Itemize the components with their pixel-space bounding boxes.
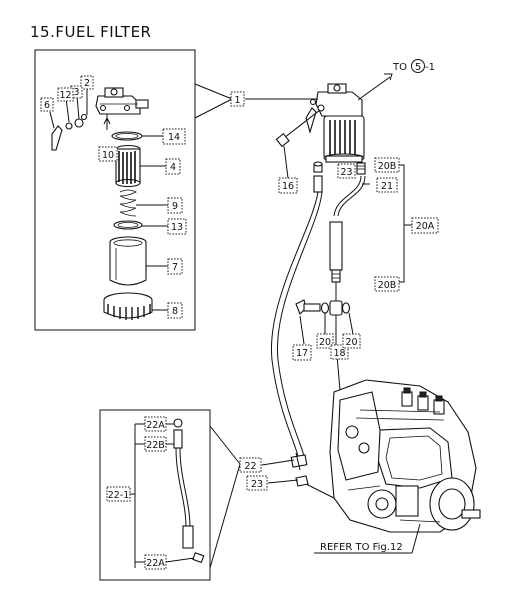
refer-leader	[411, 523, 421, 554]
svg-text:8: 8	[172, 306, 178, 317]
callout-22: 22	[239, 457, 262, 473]
injection-pump	[290, 343, 481, 533]
svg-text:12: 12	[59, 90, 71, 101]
callout-12: 12	[57, 87, 74, 102]
svg-text:22-1: 22-1	[108, 490, 130, 501]
exploded-view-box	[34, 49, 233, 331]
fitting-23-top	[313, 161, 323, 173]
callout-2: 2	[80, 75, 94, 90]
svg-text:18: 18	[333, 348, 345, 359]
svg-text:22: 22	[244, 461, 256, 472]
banjo-bolt-17	[295, 299, 321, 345]
svg-text:4: 4	[170, 162, 176, 173]
svg-text:10: 10	[102, 150, 114, 161]
svg-text:16: 16	[282, 181, 294, 192]
svg-text:1: 1	[234, 95, 240, 106]
callout-22A-top: 22A	[144, 416, 167, 432]
callout-16: 16	[278, 177, 298, 194]
svg-text:14: 14	[168, 132, 180, 143]
circled-number: 5	[415, 62, 421, 73]
svg-text:20B: 20B	[378, 280, 397, 291]
leader-22	[261, 459, 295, 466]
svg-text:7: 7	[172, 262, 178, 273]
hose-22	[270, 175, 323, 457]
filter-element-4	[115, 144, 141, 188]
svg-text:6: 6	[44, 100, 50, 111]
svg-text:22A: 22A	[146, 558, 165, 569]
page-title: 15.FUEL FILTER	[30, 23, 151, 41]
svg-text:20: 20	[345, 337, 357, 348]
svg-text:22B: 22B	[146, 440, 165, 451]
leader-20-right	[348, 312, 354, 335]
left-leaders	[49, 86, 168, 311]
svg-text:2: 2	[84, 78, 90, 89]
callout-23-bottom: 23	[246, 475, 268, 491]
callout-1: 1	[230, 91, 245, 107]
svg-text:20A: 20A	[416, 221, 435, 232]
callout-23-top: 23	[337, 163, 356, 179]
svg-text:TO: TO	[392, 62, 407, 73]
callout-4: 4	[165, 158, 181, 175]
callout-8: 8	[167, 302, 183, 319]
callout-21: 21	[376, 177, 398, 193]
callout-18: 18	[330, 344, 349, 360]
svg-text:23: 23	[340, 167, 352, 178]
filter-cup-7	[109, 236, 147, 286]
eye-fitting-18	[329, 296, 343, 344]
svg-text:23: 23	[251, 479, 263, 490]
callout-7: 7	[167, 258, 183, 275]
svg-text:21: 21	[381, 181, 393, 192]
vent-parts	[51, 113, 111, 151]
svg-text:17: 17	[296, 348, 308, 359]
callout-9: 9	[167, 197, 183, 214]
washer-20-right	[341, 302, 351, 314]
leader-23	[267, 479, 299, 484]
callout-17: 17	[292, 344, 312, 361]
callout-6: 6	[40, 97, 54, 112]
inset-box-22-1	[99, 409, 241, 581]
callout-20-right: 20	[342, 333, 361, 349]
callout-20B-top: 20B	[374, 157, 400, 173]
callout-22B: 22B	[144, 436, 167, 452]
svg-text:3: 3	[73, 87, 79, 98]
washer-20-left	[320, 302, 330, 314]
svg-text:-1: -1	[425, 62, 435, 73]
spring-9	[119, 189, 137, 217]
callout-22-1: 22-1	[106, 486, 131, 502]
svg-text:9: 9	[172, 201, 178, 212]
svg-text:20: 20	[319, 337, 331, 348]
callout-14: 14	[162, 128, 186, 145]
svg-text:20B: 20B	[378, 161, 397, 172]
to-reference: TO 5 -1	[392, 59, 435, 73]
refer-to-label: REFER TO Fig.12	[320, 542, 403, 553]
callout-22A-bottom: 22A	[144, 554, 167, 570]
bolt-16	[275, 109, 321, 179]
callout-20B-bottom: 20B	[374, 276, 400, 292]
hose-20A	[329, 175, 366, 296]
filter-head-exploded	[95, 87, 149, 115]
svg-text:22A: 22A	[146, 420, 165, 431]
filter-assembly	[305, 73, 393, 163]
callout-20-left: 20	[316, 333, 334, 349]
retaining-ring-8	[103, 292, 153, 320]
fitting-20B-top	[356, 162, 366, 175]
svg-text:13: 13	[171, 222, 183, 233]
callout-13: 13	[167, 218, 187, 235]
callout-10: 10	[98, 146, 118, 162]
callout-20A: 20A	[411, 217, 439, 234]
